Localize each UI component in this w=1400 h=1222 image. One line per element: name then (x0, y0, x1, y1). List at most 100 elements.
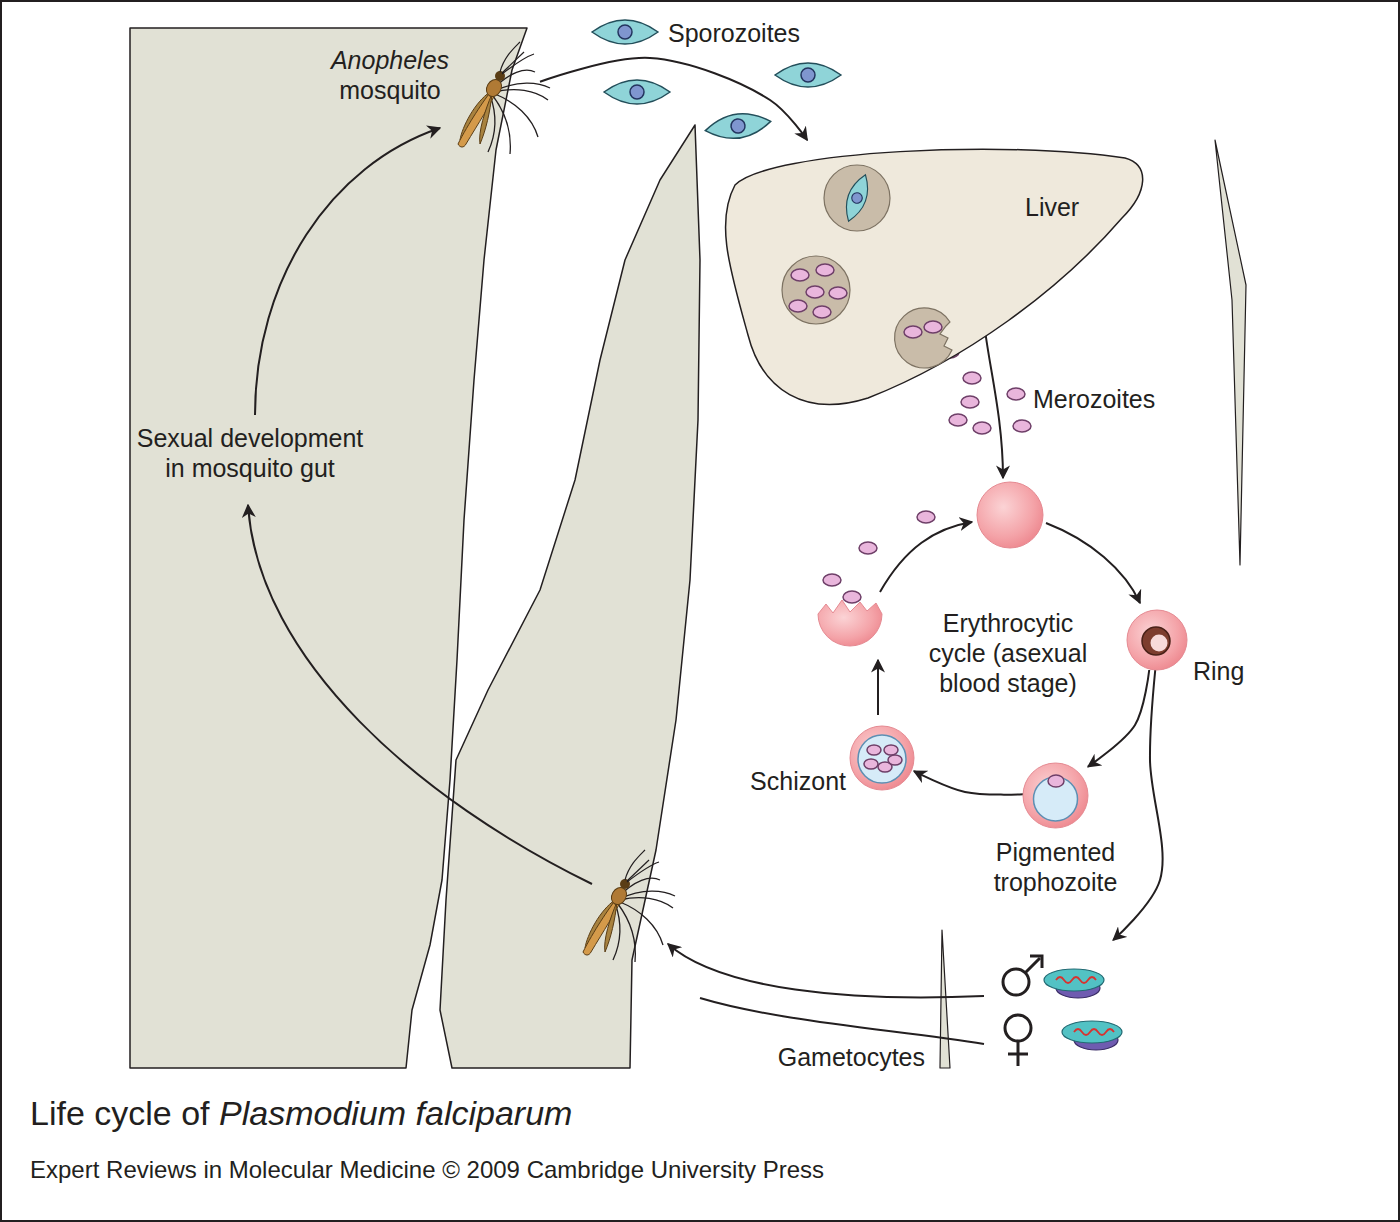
ruptured-cell (818, 600, 882, 646)
life-cycle-arrow (1088, 670, 1149, 767)
gametocyte-body (1062, 1021, 1122, 1043)
text-run: Reviews (106, 1156, 197, 1183)
life-cycle-arrow (1113, 670, 1162, 940)
text-run: in (165, 454, 184, 482)
sporozoite (592, 20, 658, 44)
liver-outline (725, 149, 1142, 404)
merozoite (884, 745, 898, 755)
text-run: blood (939, 669, 1000, 697)
merozoite (789, 300, 807, 312)
merozoite (1048, 775, 1064, 787)
red-blood-cell (1023, 763, 1088, 828)
sporozoite (704, 110, 773, 143)
sporozoite (604, 80, 670, 104)
red-blood-cell (850, 726, 914, 790)
merozoite (816, 264, 834, 276)
text-run: Press (763, 1156, 824, 1183)
female-symbol-ring (1005, 1015, 1031, 1041)
text-run: Cambridge (527, 1156, 644, 1183)
text-run: mosquito (339, 76, 440, 104)
ring-parasite (1142, 627, 1170, 655)
text-run: in (203, 1156, 222, 1183)
gametocyte-chromatin (1074, 1029, 1114, 1035)
text-run: trophozoite (994, 868, 1118, 896)
text-run: mosquito (192, 454, 293, 482)
merozoite (888, 755, 902, 765)
liver-organ: Liver (715, 140, 1155, 415)
life-cycle-arrow (914, 771, 1023, 795)
cycle-arrow (877, 660, 879, 715)
schizont-body (858, 735, 906, 783)
mosquito-vector: Anopheles mosquito (440, 45, 540, 140)
connector-group (540, 58, 1163, 940)
text-run: Sporozoites (668, 19, 800, 47)
text-run: Anopheles (331, 46, 449, 74)
merozoite (924, 321, 942, 333)
text-run: gut (300, 454, 335, 482)
gametocyte-chromatin (1056, 977, 1096, 983)
liver-group (725, 149, 1142, 404)
merozoite (859, 542, 877, 554)
merozoite (867, 745, 881, 755)
text-run: stage) (1007, 669, 1076, 697)
merozoite (961, 396, 979, 408)
merozoite (791, 269, 809, 281)
red-blood-cell (977, 482, 1043, 548)
merozoite (1007, 388, 1025, 400)
hepatocyte (824, 165, 890, 231)
male-symbol (1003, 956, 1042, 995)
liver-organ-shape (715, 140, 1155, 415)
female-symbol-bar (1008, 1053, 1028, 1056)
text-run: Liver (1025, 193, 1079, 221)
stage-label: Gametocytes (778, 1042, 925, 1072)
male-symbol-head (1030, 956, 1042, 968)
feeding-mosquito (583, 850, 675, 962)
organ-label: Liver (1025, 192, 1079, 222)
hepatocyte (782, 256, 850, 324)
merozoite (806, 286, 824, 298)
figure-caption: Expert Reviews in Molecular Medicine © 2… (30, 1155, 824, 1185)
text-run: University (651, 1156, 756, 1183)
merozoite (864, 759, 878, 769)
figure-title: Life cycle of Plasmodium falciparum (30, 1093, 572, 1133)
gametocyte-body (1044, 969, 1104, 991)
cycle-arrow (1046, 523, 1140, 603)
text-run: © (442, 1156, 460, 1183)
female-symbol (1005, 1015, 1031, 1066)
vector-mosquito (458, 42, 550, 154)
sporozoite (775, 63, 841, 87)
text-run: Erythrocytic (943, 609, 1074, 637)
uptake-arrow (668, 944, 984, 997)
text-run: 2009 (467, 1156, 520, 1183)
edge-label: Sporozoites (668, 18, 800, 48)
ring-stage-cell: Ring (1127, 610, 1187, 670)
text-run: Ring (1193, 657, 1244, 685)
text-run: Gametocytes (778, 1043, 925, 1071)
stage-label: Schizont (750, 766, 846, 796)
text-run: falciparum (416, 1094, 573, 1132)
text-run: development (220, 424, 363, 452)
ring-vacuole (1151, 635, 1168, 652)
merozoite (917, 511, 935, 523)
text-run: Schizont (750, 767, 846, 795)
uptake-arrow (700, 998, 984, 1044)
schizont-cell: Schizont (850, 726, 914, 790)
life-cycle-arrow (540, 58, 807, 140)
merozoite (963, 372, 981, 384)
development-annotation: Sexual development in mosquito gut (135, 423, 365, 483)
trophozoite-cell-shape (1023, 763, 1088, 828)
male-symbol-shaft (1025, 958, 1040, 973)
text-run: Sexual (137, 424, 213, 452)
text-run: cycle (94, 1094, 171, 1132)
trophozoite-cell: Pigmented trophozoite (1023, 763, 1088, 828)
merozoite (829, 287, 847, 299)
text-run: Molecular (229, 1156, 333, 1183)
stage-label: Pigmented trophozoite (971, 837, 1141, 897)
gametocyte-group: Gametocytes (990, 940, 1135, 1070)
text-run: Expert (30, 1156, 99, 1183)
merozoite (823, 574, 841, 586)
host-sliver (940, 930, 950, 1068)
